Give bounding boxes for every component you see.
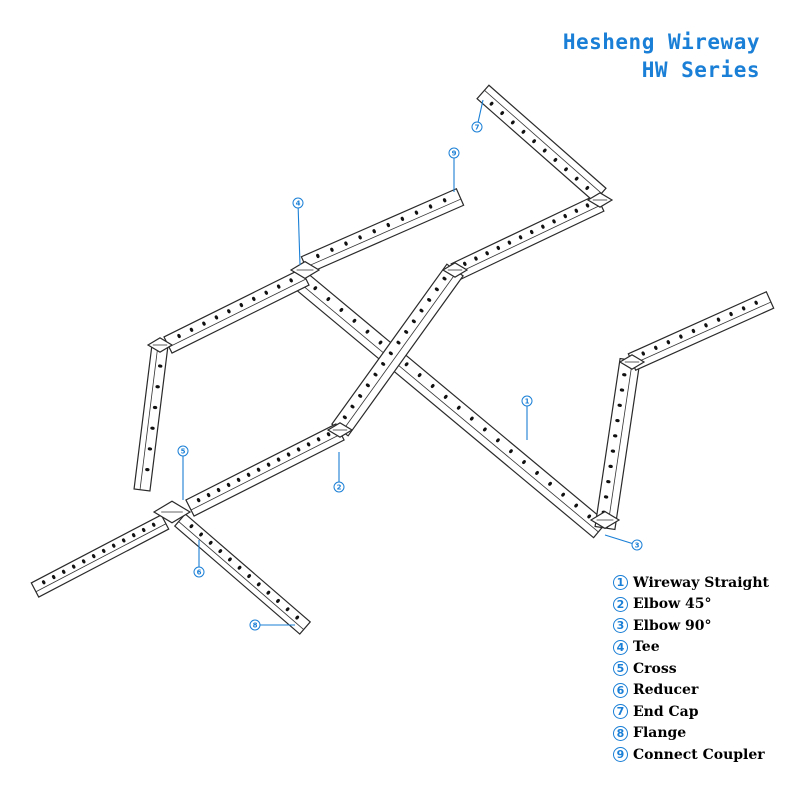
callout-number: 7: [475, 124, 480, 132]
legend-label: Flange: [633, 725, 687, 742]
callout-8: 8: [249, 619, 295, 631]
legend-number: 6: [613, 682, 628, 698]
callout-number: 1: [525, 398, 530, 406]
cross-joint: [152, 500, 192, 524]
callout-group: 1 2 3 4 5 6 7 8 9: [177, 99, 643, 631]
callout-5: 5: [177, 445, 189, 500]
legend-number: 3: [613, 618, 628, 634]
legend-item-connect-coupler: 9 Connect Coupler: [613, 744, 769, 766]
wireway-straight-left-vertical: [133, 343, 169, 492]
callout-2: 2: [333, 452, 345, 493]
callout-number: 2: [337, 484, 342, 492]
callout-number: 4: [296, 200, 301, 208]
wireway-straight-left-upper: [163, 268, 310, 354]
wireway-straight-upper: [450, 194, 605, 281]
elbow-45-top: [441, 262, 469, 278]
legend-item-cross: 5 Cross: [613, 658, 769, 680]
legend-item-end-cap: 7 End Cap: [613, 701, 769, 723]
elbow-90-right: [618, 354, 646, 370]
legend-number: 2: [613, 596, 628, 612]
legend-number: 4: [613, 639, 628, 655]
wireway-straight-endcap-run: [476, 84, 607, 203]
legend-number: 1: [613, 575, 628, 591]
wireway-straight-lower: [185, 423, 345, 517]
legend-item-flange: 8 Flange: [613, 723, 769, 745]
callout-7: 7: [471, 99, 484, 133]
callout-number: 5: [181, 448, 186, 456]
wireway-straight-1: [292, 271, 608, 539]
callout-number: 8: [253, 622, 258, 630]
legend-label: Connect Coupler: [633, 746, 765, 763]
elbow-45-bottom: [326, 422, 354, 438]
legend-label: End Cap: [633, 703, 699, 720]
callout-number: 3: [635, 542, 640, 550]
title-line-2: HW Series: [641, 58, 760, 82]
duct-assembly: [30, 84, 775, 635]
elbow-90-top: [586, 192, 614, 208]
wireway-straight-right-leg: [594, 357, 641, 531]
wireway-straight-right-top: [627, 290, 775, 372]
callout-3: 3: [604, 534, 643, 551]
elbow-90-bottom: [589, 510, 621, 530]
legend-number: 9: [613, 747, 628, 763]
legend-label: Wireway Straight: [633, 574, 769, 591]
legend-label: Cross: [633, 660, 677, 677]
legend-label: Elbow 45°: [633, 596, 712, 613]
callout-4: 4: [292, 197, 304, 266]
legend-label: Elbow 90°: [633, 617, 712, 634]
legend-number: 8: [613, 725, 628, 741]
callout-1: 1: [521, 395, 533, 440]
callout-number: 9: [452, 150, 457, 158]
callout-number: 6: [197, 569, 202, 577]
reducer-run: [173, 513, 312, 635]
wireway-straight-upper-left: [300, 187, 465, 275]
legend-item-tee: 4 Tee: [613, 637, 769, 659]
callout-6: 6: [193, 540, 205, 578]
legend-label: Tee: [633, 639, 660, 656]
wireway-straight-lower-left: [30, 514, 170, 598]
legend-item-elbow-90: 3 Elbow 90°: [613, 615, 769, 637]
legend-item-wireway-straight: 1 Wireway Straight: [613, 572, 769, 594]
legend-label: Reducer: [633, 682, 699, 699]
legend-number: 7: [613, 704, 628, 720]
title-line-1: Hesheng Wireway: [562, 30, 760, 54]
legend-number: 5: [613, 661, 628, 677]
legend-item-reducer: 6 Reducer: [613, 680, 769, 702]
left-corner: [146, 337, 174, 353]
callout-9: 9: [448, 147, 460, 192]
legend-item-elbow-45: 2 Elbow 45°: [613, 594, 769, 616]
